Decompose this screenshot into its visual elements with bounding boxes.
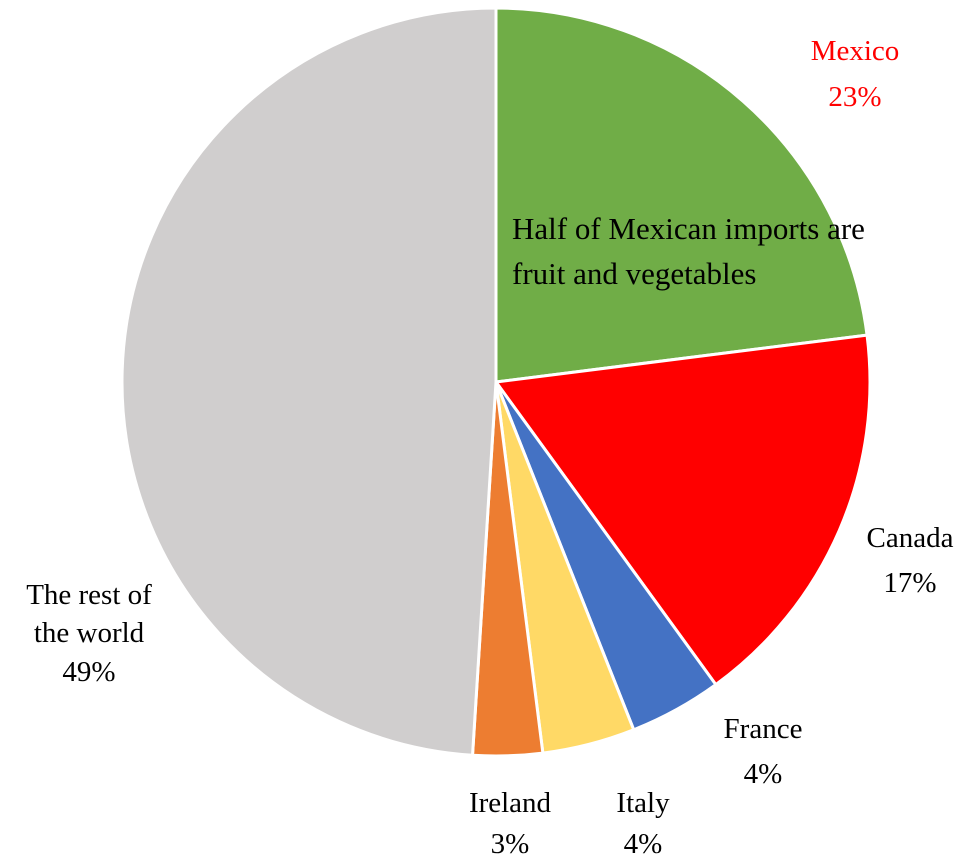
label-mexico: Mexico 23% — [811, 35, 900, 113]
pie-slice-the-rest-of-the-world — [120, 6, 498, 757]
label-mexico-name: Mexico — [811, 35, 900, 67]
pie-slices — [120, 6, 872, 758]
label-canada-name: Canada — [867, 522, 954, 554]
label-italy-name: Italy — [616, 787, 670, 819]
label-france-value: 4% — [744, 758, 783, 790]
label-italy-value: 4% — [624, 828, 663, 859]
pie-slice-mexico — [494, 6, 869, 384]
label-france: France 4% — [724, 713, 803, 790]
label-ireland-name: Ireland — [469, 787, 552, 819]
annotation-mexico: Half of Mexican imports are fruit and ve… — [512, 211, 865, 291]
label-rest-name-line1: The rest of — [26, 579, 152, 611]
label-rest-value: 49% — [62, 656, 115, 688]
label-ireland: Ireland 3% — [469, 787, 552, 859]
label-mexico-value: 23% — [828, 81, 881, 113]
label-france-name: France — [724, 713, 803, 745]
label-canada: Canada 17% — [867, 522, 954, 599]
annotation-line1: Half of Mexican imports are — [512, 211, 865, 246]
label-ireland-value: 3% — [491, 828, 530, 859]
label-canada-value: 17% — [883, 567, 936, 599]
label-rest-name-line2: the world — [34, 617, 145, 649]
label-italy: Italy 4% — [616, 787, 670, 859]
annotation-line2: fruit and vegetables — [512, 256, 756, 291]
pie-slice-canada — [494, 333, 872, 687]
label-rest-of-world: The rest of the world 49% — [26, 579, 152, 688]
